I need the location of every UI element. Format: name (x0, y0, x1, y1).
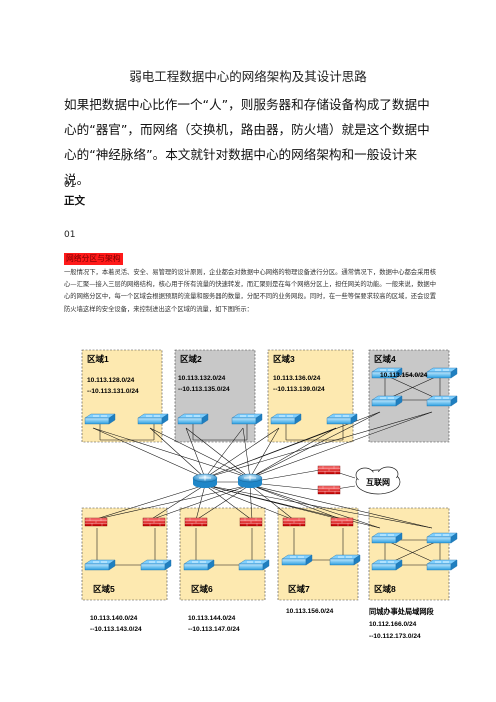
zone-box-3 (267, 349, 354, 443)
zone-3-range-start: 10.113.136.0/24 (273, 375, 321, 382)
zone-6-name: 区域6 (191, 584, 213, 594)
zone-2-name: 区域2 (180, 354, 202, 364)
zone-7-name: 区域7 (288, 584, 310, 594)
zone-5-name: 区域5 (93, 584, 115, 594)
zone-2-range-end: --10.113.135.0/24 (178, 386, 230, 393)
zone-8-range-start: 10.112.166.0/24 (369, 621, 417, 628)
body-paragraph: 一般情况下，本着灵活、安全、易管理的设计原则，企业都会对数据中心网络的物理设备进… (64, 269, 436, 313)
zone-8-range-end: --10.112.173.0/24 (369, 633, 421, 640)
zone-8-name: 区域8 (374, 584, 396, 594)
zone-8-label: 同城办事处局域网段 (369, 607, 435, 616)
zone-3-name: 区域3 (273, 354, 295, 364)
zone-1-range-end: --10.113.131.0/24 (87, 388, 139, 395)
zone-3-range-end: --10.113.139.0/24 (273, 386, 325, 393)
internet-label: 互联网 (366, 477, 390, 487)
subsection-number: 01 (64, 230, 76, 240)
zone-box-1 (81, 349, 163, 443)
zone-4-range-start: 10.113.154.0/24 (380, 372, 428, 379)
zone-4-name: 区域4 (374, 354, 396, 364)
internet-cloud: 互联网 (355, 466, 401, 495)
lead-paragraph: 如果把数据中心比作一个“人”，则服务器和存储设备构成了数据中心的“器官”，而网络… (64, 97, 430, 187)
zone-5-range-start: 10.113.140.0/24 (90, 615, 138, 622)
zone-box-2 (174, 349, 256, 443)
zone-1-name: 区域1 (87, 354, 109, 364)
section-number: 01 (64, 180, 76, 190)
core-switch-left (192, 473, 218, 489)
zone-6-range-end: --10.113.147.0/24 (188, 626, 240, 633)
zone-7-range-start: 10.113.156.0/24 (286, 608, 334, 615)
zone-5-range-end: --10.113.143.0/24 (90, 626, 142, 633)
article-title: 弱电工程数据中心的网络架构及其设计思路 (129, 69, 367, 84)
section-title: 正文 (64, 195, 85, 207)
subsection-heading: 网络分区与架构 (64, 253, 123, 265)
zone-6-range-start: 10.113.144.0/24 (188, 615, 236, 622)
zone-1-range-start: 10.113.128.0/24 (87, 377, 135, 384)
core-switch-right (237, 473, 263, 489)
zone-2-range-start: 10.113.132.0/24 (178, 375, 226, 382)
